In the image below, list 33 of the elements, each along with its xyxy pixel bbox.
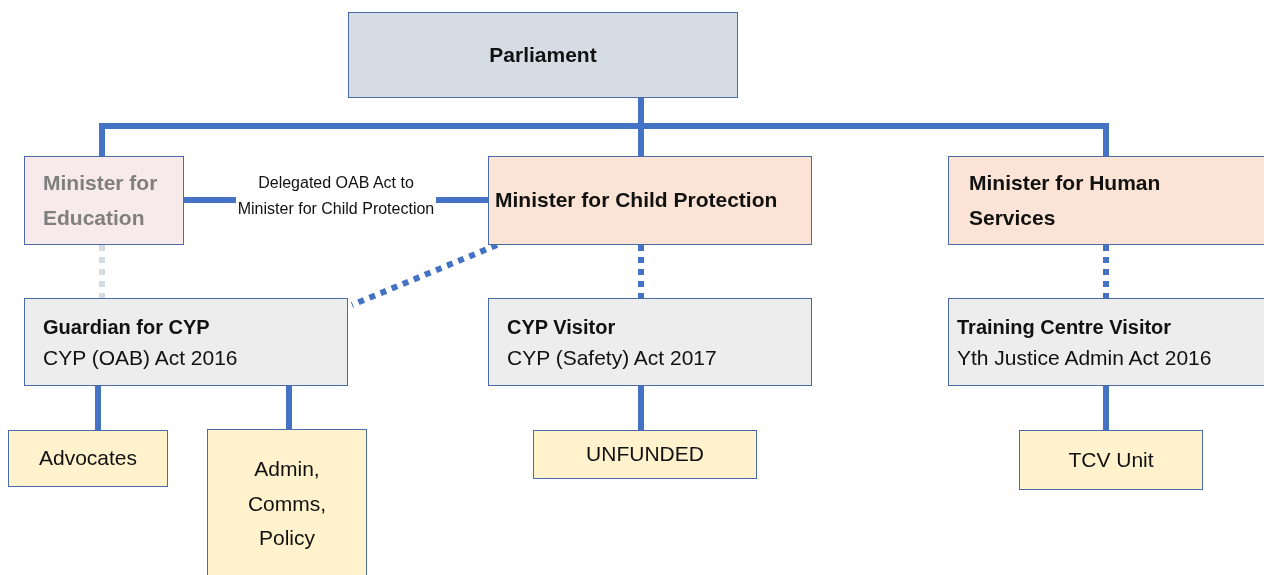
- org-box: [948, 156, 1264, 245]
- unit-box: [207, 429, 367, 575]
- org-box: [348, 12, 738, 98]
- box-title: Advocates: [38, 445, 138, 472]
- org-box: [24, 298, 348, 386]
- box-title: Minister for Child Protection: [495, 187, 778, 214]
- box-subtitle: CYP (Safety) Act 2017: [507, 345, 717, 372]
- box-title: Minister for Human Services: [969, 169, 1162, 231]
- unit-box: [1019, 430, 1203, 490]
- connector-line: [1103, 386, 1109, 430]
- dotted-connector: [99, 245, 105, 298]
- dotted-connector: [638, 245, 644, 298]
- box-title: Admin, Comms, Policy: [246, 456, 328, 552]
- dotted-connector: [1103, 245, 1109, 298]
- unit-box: [533, 430, 757, 479]
- connector-line: [286, 386, 292, 429]
- unit-box: [8, 430, 168, 487]
- box-title: UNFUNDED: [586, 441, 704, 468]
- box-subtitle: CYP (OAB) Act 2016: [43, 345, 238, 372]
- box-title: Training Centre Visitor: [957, 315, 1172, 341]
- connector-line: [95, 386, 101, 430]
- org-box: [948, 298, 1264, 386]
- connector-line: [638, 386, 644, 430]
- org-box: [488, 156, 812, 245]
- box-title: Minister for Education: [43, 169, 159, 231]
- box-title: Guardian for CYP: [43, 315, 210, 341]
- connector-line: [638, 98, 1109, 156]
- org-box: [24, 156, 184, 245]
- box-title: CYP Visitor: [507, 315, 616, 341]
- box-title: Parliament: [489, 41, 597, 68]
- org-box: [488, 298, 812, 386]
- box-title: TCV Unit: [1068, 446, 1154, 473]
- box-subtitle: Yth Justice Admin Act 2016: [957, 345, 1212, 372]
